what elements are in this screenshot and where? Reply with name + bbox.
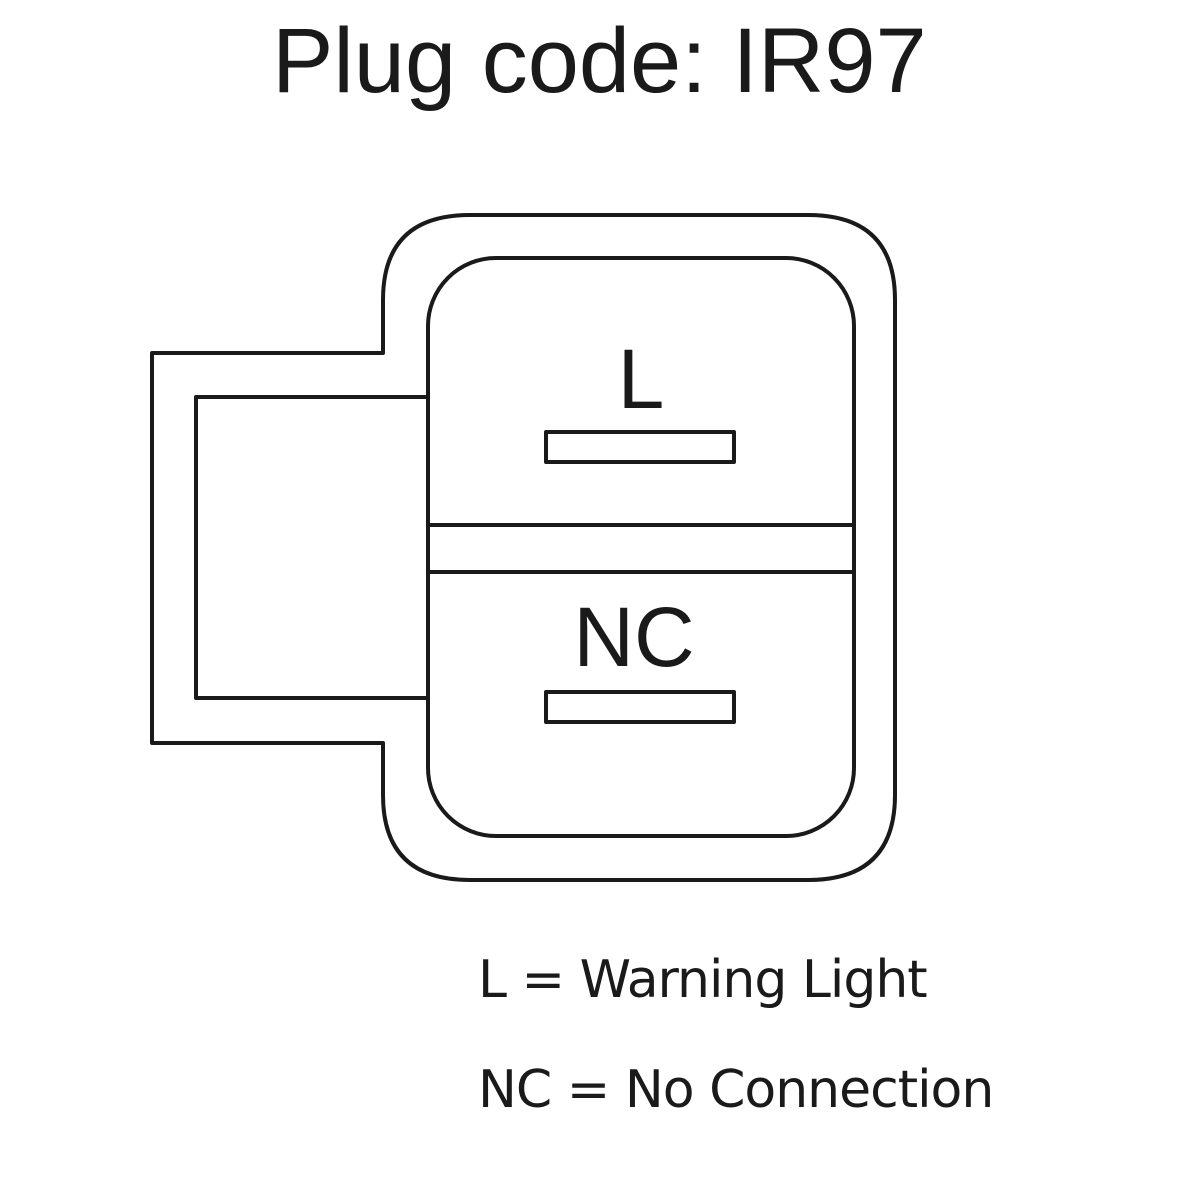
legend-item-nc: NC = No Connection	[478, 1060, 994, 1120]
pin-label-nc: NC	[573, 590, 694, 684]
connector-face	[426, 256, 856, 838]
terminal-slot-l	[544, 430, 736, 464]
pin-label-l: L	[618, 332, 665, 426]
terminal-slot-nc	[544, 690, 736, 724]
legend-item-l: L = Warning Light	[478, 950, 928, 1010]
connector-housing-outline	[150, 213, 897, 882]
diagram-title: Plug code: IR97	[272, 10, 927, 112]
connector-tab-inner	[194, 395, 428, 700]
